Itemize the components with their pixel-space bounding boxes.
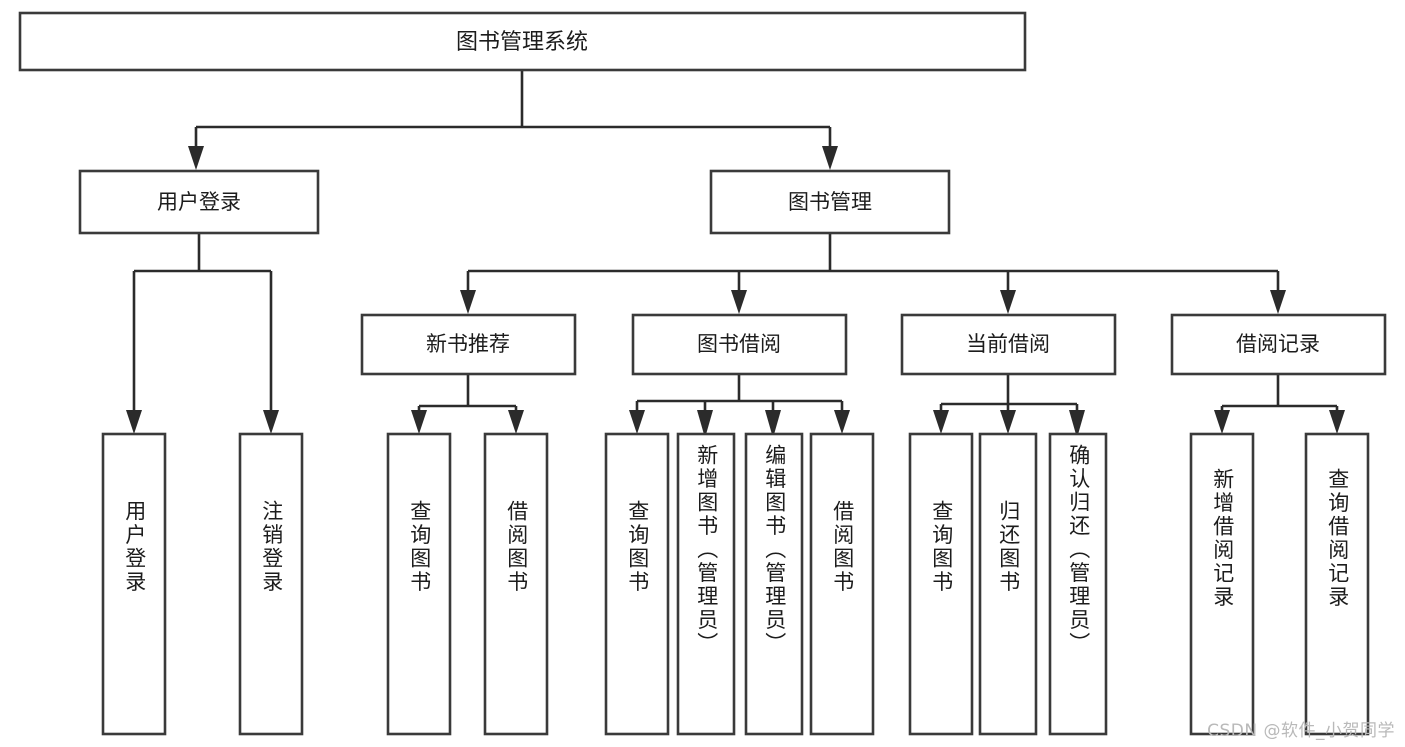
- arrowhead-leaf-add-book: [697, 410, 713, 438]
- node-user-login[interactable]: 用户登录: [78, 169, 320, 235]
- leaf-borrow-book-2-box[interactable]: [809, 432, 875, 736]
- node-book-borrow[interactable]: 图书借阅: [631, 313, 848, 376]
- leaf-return-book-box[interactable]: [978, 432, 1038, 736]
- leaf-user-login-box[interactable]: [101, 432, 167, 736]
- node-book-borrow-label: 图书借阅: [697, 332, 781, 356]
- leaf-query-book-3-box[interactable]: [908, 432, 974, 736]
- connectors: [126, 70, 1345, 438]
- arrowhead-leaf-query-book-1: [411, 410, 427, 434]
- node-borrow-record-box[interactable]: [1170, 313, 1387, 376]
- node-new-book-recommend-label: 新书推荐: [426, 332, 510, 356]
- node-new-book-recommend-box[interactable]: [360, 313, 577, 376]
- arrowhead-current-borrow: [1000, 290, 1016, 314]
- arrowhead-leaf-query-record: [1329, 410, 1345, 434]
- arrowhead-leaf-borrow-book-1: [508, 410, 524, 434]
- node-borrow-record[interactable]: 借阅记录: [1170, 313, 1387, 376]
- leaf-query-book-1-box[interactable]: [386, 432, 452, 736]
- leaf-query-record-box[interactable]: [1304, 432, 1370, 736]
- node-new-book-recommend[interactable]: 新书推荐: [360, 313, 577, 376]
- arrowhead-leaf-return-book: [1000, 410, 1016, 434]
- node-book-manage-label: 图书管理: [788, 190, 872, 214]
- arrowhead-leaf-user-logout: [263, 410, 279, 434]
- arrowhead-leaf-confirm-return: [1069, 410, 1085, 438]
- arrowhead-leaf-borrow-book-2: [834, 410, 850, 434]
- leaf-add-book-box[interactable]: [676, 432, 736, 736]
- leaf-edit-book-box[interactable]: [744, 432, 804, 736]
- leaf-boxes: [101, 432, 1370, 736]
- node-root-box[interactable]: [18, 11, 1027, 72]
- node-book-manage[interactable]: 图书管理: [709, 169, 951, 235]
- node-current-borrow-box[interactable]: [900, 313, 1117, 376]
- node-borrow-record-label: 借阅记录: [1236, 332, 1320, 356]
- node-current-borrow-label: 当前借阅: [966, 332, 1050, 356]
- node-book-borrow-box[interactable]: [631, 313, 848, 376]
- arrowhead-leaf-add-record: [1214, 410, 1230, 434]
- node-book-manage-box[interactable]: [709, 169, 951, 235]
- arrowhead-leaf-query-book-2: [629, 410, 645, 434]
- arrowhead-borrow-record: [1270, 290, 1286, 314]
- leaf-add-record-box[interactable]: [1189, 432, 1255, 736]
- csdn-watermark: CSDN @软件_小贺同学: [1207, 721, 1395, 741]
- leaf-user-logout-box[interactable]: [238, 432, 304, 736]
- node-user-login-box[interactable]: [78, 169, 320, 235]
- leaf-query-book-2-box[interactable]: [604, 432, 670, 736]
- node-root-label: 图书管理系统: [456, 30, 588, 55]
- arrowhead-book-manage: [822, 146, 838, 170]
- arrowhead-leaf-user-login: [126, 410, 142, 434]
- arrowhead-book-borrow: [731, 290, 747, 314]
- leaf-borrow-book-1-box[interactable]: [483, 432, 549, 736]
- leaf-confirm-return-box[interactable]: [1048, 432, 1108, 736]
- node-user-login-label: 用户登录: [157, 190, 241, 214]
- node-root[interactable]: 图书管理系统: [18, 11, 1027, 72]
- arrowhead-leaf-query-book-3: [933, 410, 949, 434]
- node-current-borrow[interactable]: 当前借阅: [900, 313, 1117, 376]
- arrowhead-new-book-recommend: [460, 290, 476, 314]
- arrowhead-leaf-edit-book: [765, 410, 781, 438]
- arrowhead-user-login: [188, 146, 204, 170]
